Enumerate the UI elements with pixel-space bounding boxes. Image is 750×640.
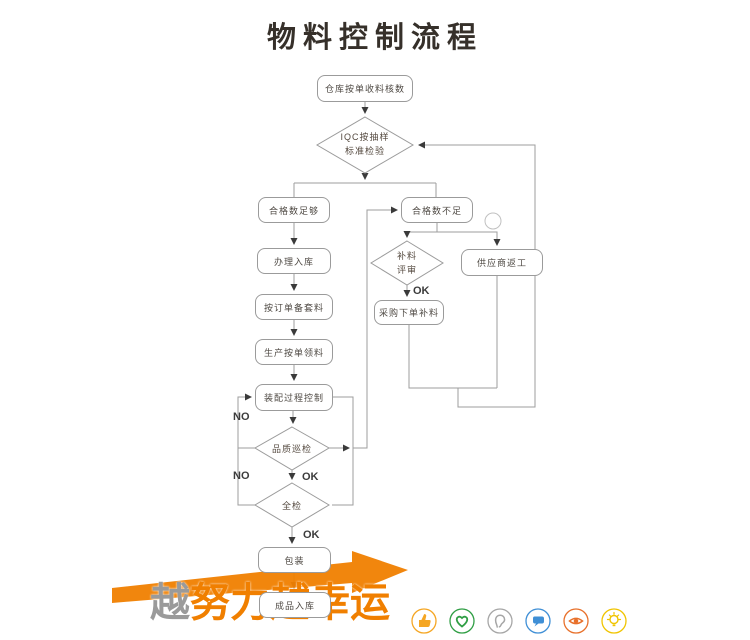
decision-iqc-label: IQC按抽样 标准检验 (340, 132, 390, 156)
decision-full-shape (254, 482, 330, 528)
node-assembly-control: 装配过程控制 (255, 384, 333, 411)
eye-icon (563, 608, 589, 634)
page-title: 物料控制流程 (266, 22, 483, 54)
decision-patrol-label: 品质巡检 (271, 444, 312, 454)
connector-circle (484, 212, 502, 230)
node-production-pick: 生产按单领料 (255, 339, 333, 365)
node-packing: 包装 (258, 547, 331, 573)
decision-iqc-shape (316, 116, 414, 174)
node-finished-stock-in: 成品入库 (259, 592, 331, 618)
node-receive: 仓库按单收料核数 (317, 75, 413, 102)
decision-patrol-shape (254, 426, 330, 471)
label-full-ok: OK (303, 529, 320, 541)
node-stock-in: 办理入库 (257, 248, 331, 274)
label-full-no: NO (233, 470, 250, 482)
node-supplier-rework: 供应商返工 (461, 249, 543, 276)
node-qualified-enough: 合格数足够 (258, 197, 330, 223)
decision-full-label: 全检 (281, 501, 302, 511)
ear-icon (487, 608, 513, 634)
heart-icon (449, 608, 475, 634)
decision-review-shape (370, 240, 444, 286)
label-review-ok: OK (413, 285, 430, 297)
decision-review-label: 补料 评审 (396, 251, 417, 275)
thumb-up-icon (411, 608, 437, 634)
bulb-icon (601, 608, 627, 634)
node-prepare-by-order: 按订单备套料 (255, 294, 333, 320)
comment-icon (525, 608, 551, 634)
label-patrol-ok: OK (302, 471, 319, 483)
node-purchase-replenish: 采购下单补料 (374, 300, 444, 325)
watermark-gray-char: 越 (150, 581, 190, 625)
node-qualified-insufficient: 合格数不足 (401, 197, 473, 223)
label-patrol-no: NO (233, 411, 250, 423)
